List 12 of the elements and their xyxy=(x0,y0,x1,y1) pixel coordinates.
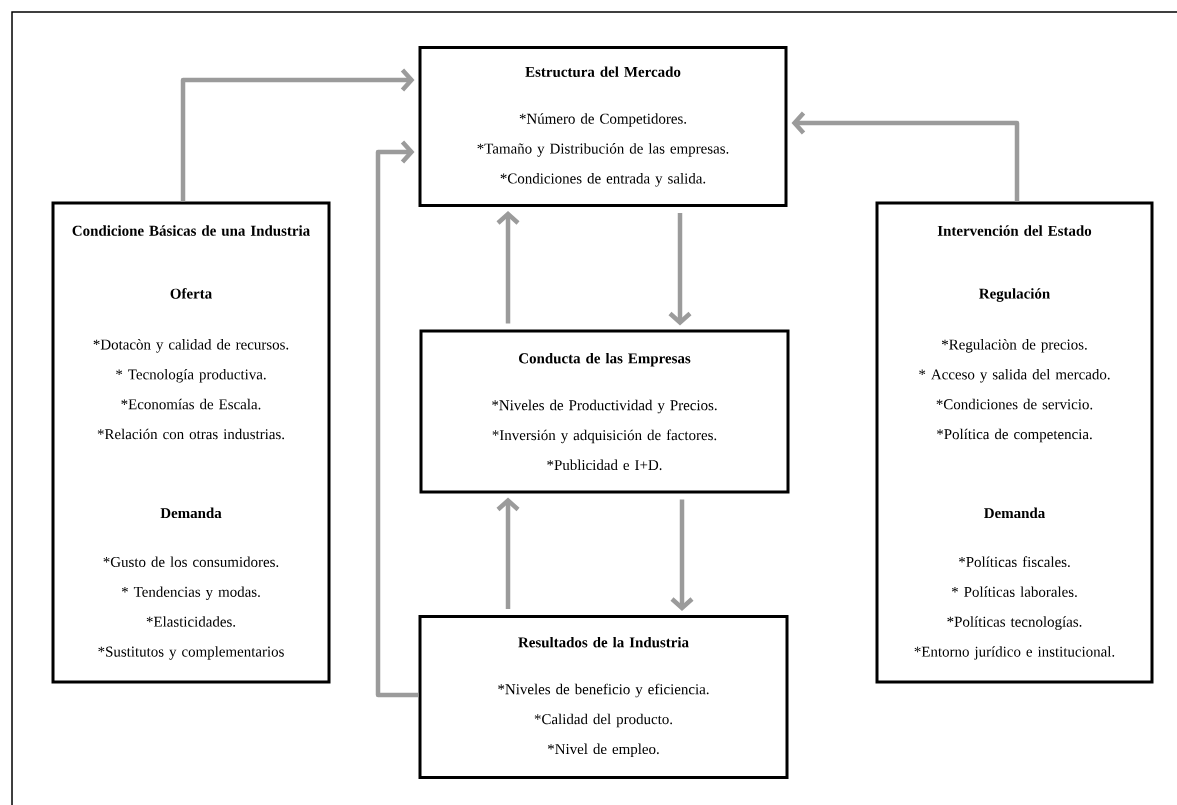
process-box: Conducta de las Empresas *Niveles de Productividad y Precios. *Inversión y adquisición de factores. *Publicidad e I+D. xyxy=(419,329,790,494)
arrow xyxy=(496,497,520,609)
process-box: Estructura del Mercado *Número de Competidores. *Tamaño y Distribución de las empresas. *Condiciones de entrada y salida. xyxy=(418,46,788,207)
info-box: Condicione Básicas de una Industria Oferta *Dotacòn y calidad de recursos. * Tecnología productiva. *Economías de Escala. *Relación con otras industrias. Demanda *Gusto de los consumidores. * Tendencias y modas. *Elasticidades. *Sustitutos y complementarios xyxy=(51,201,331,684)
process-box: Resultados de la Industria *Niveles de beneficio y eficiencia. *Calidad del producto. *Nivel de empleo. xyxy=(418,615,789,779)
arrow xyxy=(180,68,415,202)
arrow xyxy=(791,111,1020,202)
info-box: Intervención del Estado Regulación *Regulaciòn de precios. * Acceso y salida del mercado. *Condiciones de servicio. *Política de competencia. Demanda *Políticas fiscales. * Políticas laborales. *Políticas tecnologías. *Entorno jurídico e institucional. xyxy=(875,201,1154,684)
arrow xyxy=(375,140,419,698)
arrow xyxy=(668,213,692,326)
arrow xyxy=(496,211,520,324)
arrow xyxy=(670,499,694,611)
